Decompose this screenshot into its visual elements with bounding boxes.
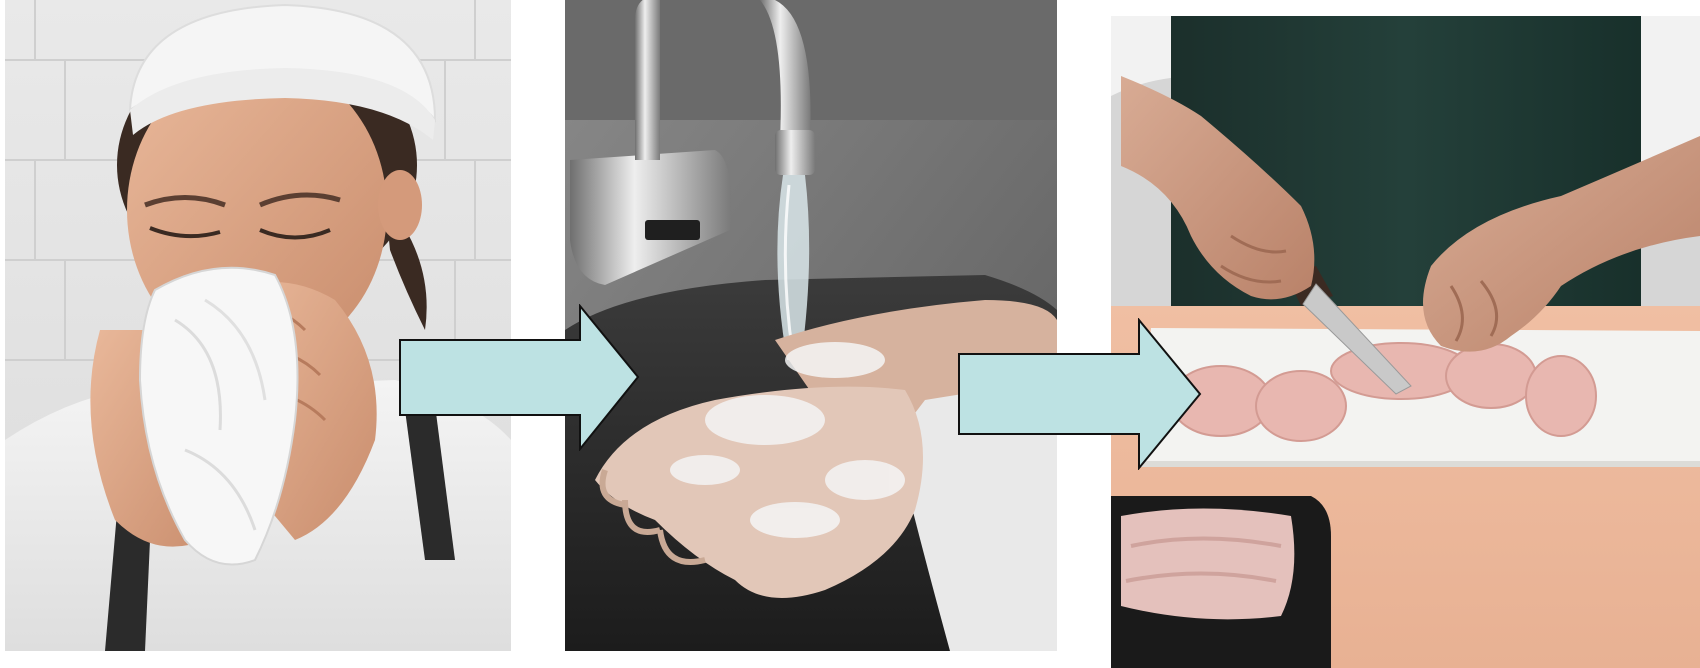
arrow-right-icon xyxy=(957,318,1202,470)
arrow-right-1 xyxy=(398,304,640,451)
arrow-right-2 xyxy=(957,318,1202,470)
arrow-right-icon xyxy=(398,304,640,451)
